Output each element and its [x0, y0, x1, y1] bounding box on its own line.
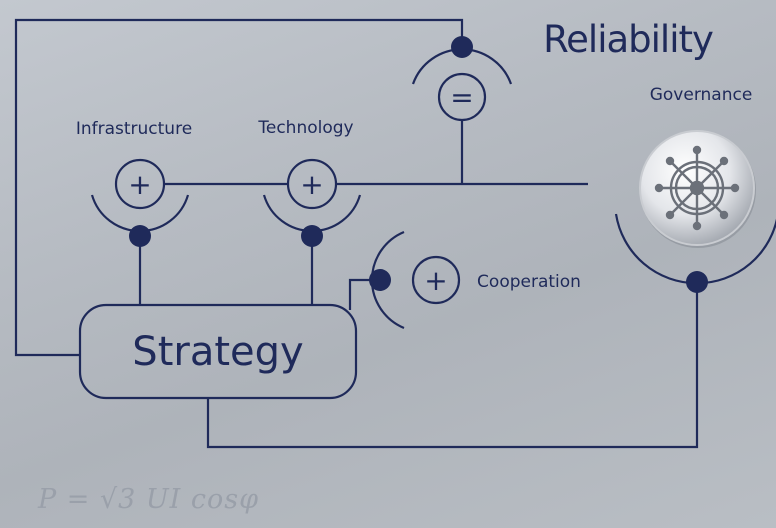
cooperation-symbol: +	[424, 264, 447, 297]
reliability-dot	[451, 36, 473, 58]
infrastructure-symbol: +	[128, 168, 151, 201]
technology-dot	[301, 225, 323, 247]
governance-label: Governance	[650, 85, 753, 105]
strategy-to-governance-line	[206, 282, 699, 449]
infrastructure-dot	[129, 225, 151, 247]
power-formula: P = √3 UI cosφ	[38, 484, 260, 515]
diagram-title: Reliability	[543, 18, 713, 61]
technology-symbol: +	[300, 168, 323, 201]
cooperation-dot	[369, 269, 391, 291]
feedback-loop-line	[14, 18, 464, 357]
ship-wheel-icon	[654, 145, 740, 231]
governance-dot	[686, 271, 708, 293]
cooperation-label: Cooperation	[477, 272, 581, 292]
operator-circles	[114, 72, 487, 305]
connector-lines	[14, 18, 699, 449]
junction-dots	[129, 36, 708, 293]
strategy-box	[78, 303, 358, 400]
infrastructure-circle	[114, 158, 166, 210]
governance-button	[639, 130, 756, 248]
cooperation-circle	[411, 255, 461, 305]
strategy-label: Strategy	[132, 329, 303, 375]
reliability-symbol: =	[450, 81, 473, 114]
reliability-circle	[437, 72, 487, 122]
technology-label: Technology	[257, 118, 353, 138]
technology-circle	[286, 158, 338, 210]
infrastructure-label: Infrastructure	[76, 119, 192, 139]
